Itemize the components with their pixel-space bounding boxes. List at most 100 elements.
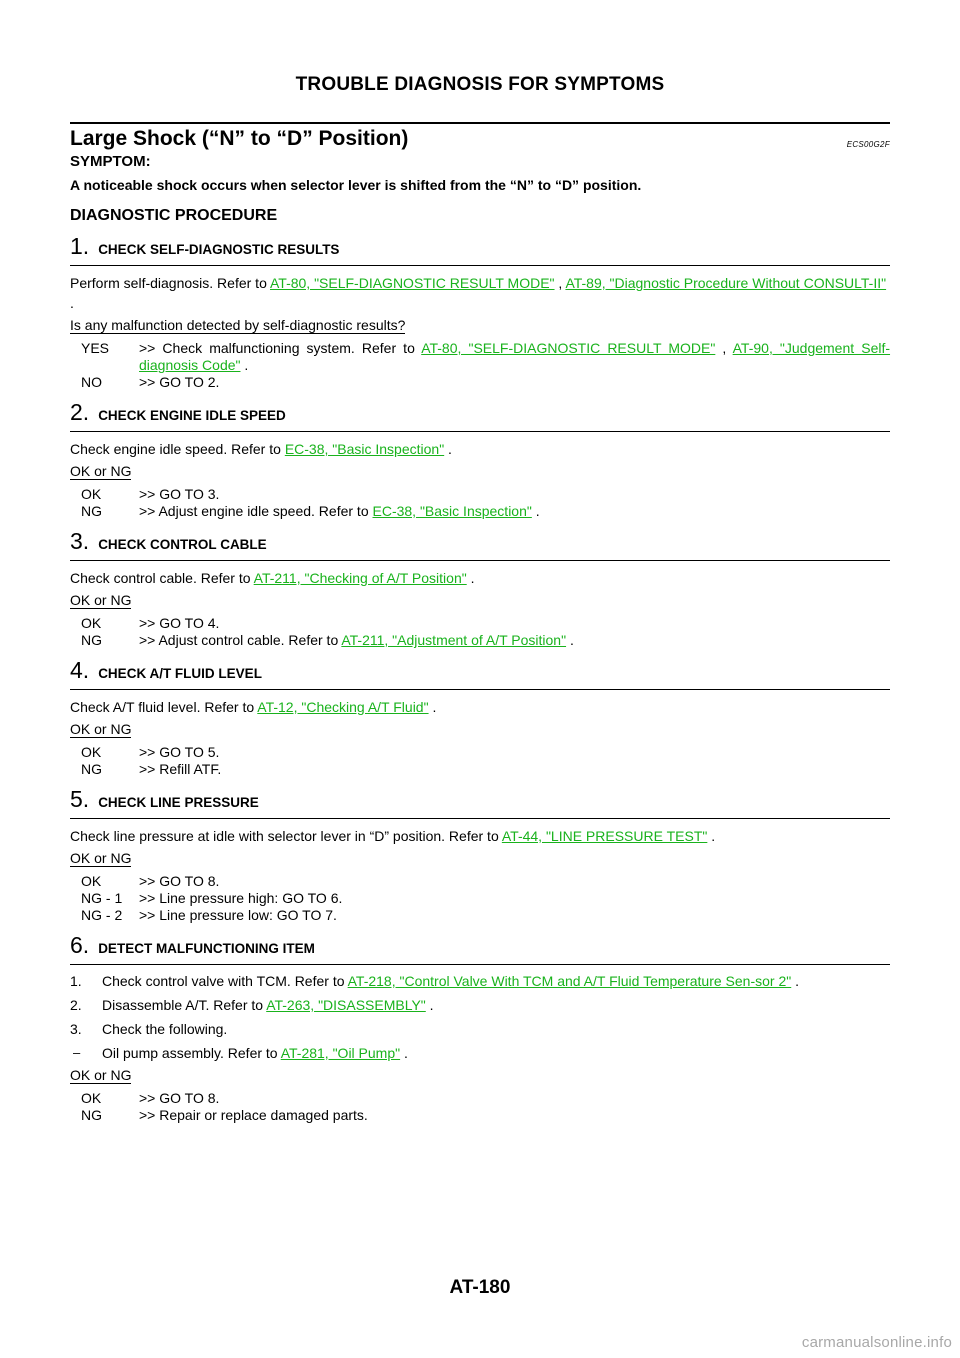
answer-row: NG - 1 >> Line pressure high: GO TO 6.: [70, 890, 890, 907]
reference-link[interactable]: AT-281, "Oil Pump": [280, 1045, 401, 1061]
step-body: Check engine idle speed. Refer to EC-38,…: [70, 441, 452, 457]
answer-key: OK: [81, 873, 102, 889]
answer-row: OK >> GO TO 4.: [70, 615, 890, 632]
step-body: Perform self-diagnosis. Refer to AT-80, …: [70, 275, 887, 311]
answer-text: >> GO TO 4.: [139, 615, 220, 631]
step-1: 1. CHECK SELF-DIAGNOSTIC RESULTS Perform…: [70, 233, 890, 391]
reference-link[interactable]: AT-80, "SELF-DIAGNOSTIC RESULT MODE": [421, 340, 716, 356]
answer-row: YES >> Check malfunctioning system. Refe…: [70, 340, 890, 374]
step-answers: OK >> GO TO 8. NG >> Repair or replace d…: [70, 1090, 890, 1124]
step-number: 1: [70, 233, 83, 259]
step-number: 3: [70, 528, 83, 554]
step-5-header: 5. CHECK LINE PRESSURE: [70, 786, 890, 819]
step-question: OK or NG: [70, 721, 132, 738]
list-marker: 1.: [70, 973, 82, 989]
list-text: Check the following.: [102, 1021, 228, 1037]
section-code: ECS00G2F: [846, 140, 890, 149]
page-header: TROUBLE DIAGNOSIS FOR SYMPTOMS: [295, 74, 665, 95]
reference-link[interactable]: AT-211, "Checking of A/T Position": [253, 570, 467, 586]
step-list: 1. Check control valve with TCM. Refer t…: [70, 971, 890, 1063]
step-number: 5: [70, 786, 83, 812]
answer-text: >> Repair or replace damaged parts.: [139, 1107, 368, 1123]
reference-link[interactable]: EC-38, "Basic Inspection": [284, 441, 445, 457]
answer-text: >> GO TO 3.: [139, 486, 220, 502]
list-text: Oil pump assembly. Refer to AT-281, "Oil…: [102, 1045, 408, 1061]
answer-row: NG >> Adjust control cable. Refer to AT-…: [70, 632, 890, 649]
step-answers: YES >> Check malfunctioning system. Refe…: [70, 340, 890, 391]
sub-list-item: – Oil pump assembly. Refer to AT-281, "O…: [70, 1043, 890, 1063]
reference-link[interactable]: AT-211, "Adjustment of A/T Position": [341, 632, 567, 648]
answer-key: YES: [81, 340, 110, 356]
reference-link[interactable]: AT-89, "Diagnostic Procedure Without CON…: [565, 275, 887, 291]
page-number: AT-180: [449, 1277, 511, 1298]
step-body: Check control cable. Refer to AT-211, "C…: [70, 570, 475, 586]
section-title: Large Shock (“N” to “D” Position): [70, 127, 409, 150]
step-title: CHECK CONTROL CABLE: [98, 537, 267, 552]
step-answers: OK >> GO TO 4. NG >> Adjust control cabl…: [70, 615, 890, 649]
list-item: 3. Check the following.: [70, 1019, 890, 1039]
reference-link[interactable]: AT-12, "Checking A/T Fluid": [257, 699, 429, 715]
section-title-row: Large Shock (“N” to “D” Position) ECS00G…: [70, 122, 890, 155]
step-number: 2: [70, 399, 83, 425]
step-1-header: 1. CHECK SELF-DIAGNOSTIC RESULTS: [70, 233, 890, 266]
answer-text: >> GO TO 5.: [139, 744, 220, 760]
step-title: DETECT MALFUNCTIONING ITEM: [98, 941, 315, 956]
symptom-text: A noticeable shock occurs when selector …: [70, 177, 642, 193]
step-answers: OK >> GO TO 5. NG >> Refill ATF.: [70, 744, 890, 778]
step-title: CHECK LINE PRESSURE: [98, 795, 259, 810]
answer-text: >> Line pressure high: GO TO 6.: [139, 890, 343, 906]
step-5: 5. CHECK LINE PRESSURE Check line pressu…: [70, 786, 890, 924]
step-question: OK or NG: [70, 592, 132, 609]
reference-link[interactable]: AT-44, "LINE PRESSURE TEST": [501, 828, 708, 844]
reference-link[interactable]: AT-218, "Control Valve With TCM and A/T …: [347, 973, 792, 989]
answer-row: NG >> Refill ATF.: [70, 761, 890, 778]
answer-text: >> Line pressure low: GO TO 7.: [139, 907, 337, 923]
answer-text: >> Refill ATF.: [139, 761, 222, 777]
step-body: Check line pressure at idle with selecto…: [70, 828, 716, 844]
reference-link[interactable]: EC-38, "Basic Inspection": [372, 503, 532, 519]
step-question: OK or NG: [70, 1067, 132, 1084]
step-6-header: 6. DETECT MALFUNCTIONING ITEM: [70, 932, 890, 965]
dash-marker: –: [73, 1045, 81, 1060]
step-question: OK or NG: [70, 463, 132, 480]
answer-key: OK: [81, 1090, 102, 1106]
answer-row: OK >> GO TO 5.: [70, 744, 890, 761]
answer-key: NG: [81, 1107, 102, 1123]
answer-key: OK: [81, 615, 102, 631]
answer-row: OK >> GO TO 8.: [70, 873, 890, 890]
step-number: 6: [70, 932, 83, 958]
answer-key: NG - 1: [81, 890, 123, 906]
answer-text: >> GO TO 2.: [139, 374, 220, 390]
watermark: carmanualsonline.info: [801, 1334, 952, 1351]
answer-row: NG >> Repair or replace damaged parts.: [70, 1107, 890, 1124]
answer-text: >> Check malfunctioning system. Refer to…: [139, 340, 891, 373]
page-content: Large Shock (“N” to “D” Position) ECS00G…: [70, 122, 890, 1124]
answer-text: >> GO TO 8.: [139, 873, 220, 889]
reference-link[interactable]: AT-80, "SELF-DIAGNOSTIC RESULT MODE": [269, 275, 555, 291]
list-text: Disassemble A/T. Refer to AT-263, "DISAS…: [102, 997, 434, 1013]
step-question: Is any malfunction detected by self-diag…: [70, 317, 406, 334]
step-3-header: 3. CHECK CONTROL CABLE: [70, 528, 890, 561]
step-title: CHECK ENGINE IDLE SPEED: [98, 408, 286, 423]
answer-key: OK: [81, 744, 102, 760]
answer-row: OK >> GO TO 8.: [70, 1090, 890, 1107]
answer-key: NG: [81, 632, 102, 648]
step-4-header: 4. CHECK A/T FLUID LEVEL: [70, 657, 890, 690]
answer-row: NG - 2 >> Line pressure low: GO TO 7.: [70, 907, 890, 924]
step-2: 2. CHECK ENGINE IDLE SPEED Check engine …: [70, 399, 890, 520]
step-answers: OK >> GO TO 3. NG >> Adjust engine idle …: [70, 486, 890, 520]
answer-key: OK: [81, 486, 102, 502]
answer-text: >> GO TO 8.: [139, 1090, 220, 1106]
answer-key: NG: [81, 761, 102, 777]
answer-row: NO >> GO TO 2.: [70, 374, 890, 391]
reference-link[interactable]: AT-263, "DISASSEMBLY": [266, 997, 426, 1013]
list-text: Check control valve with TCM. Refer to A…: [102, 973, 800, 989]
answer-key: NO: [81, 374, 102, 390]
step-body: Check A/T fluid level. Refer to AT-12, "…: [70, 699, 437, 715]
reference-link[interactable]: AT-90, "Judgement Self-diagnosis Code": [139, 340, 891, 373]
step-number: 4: [70, 657, 83, 683]
answer-key: NG: [81, 503, 102, 519]
answer-row: NG >> Adjust engine idle speed. Refer to…: [70, 503, 890, 520]
list-marker: 3.: [70, 1021, 82, 1037]
answer-key: NG - 2: [81, 907, 123, 923]
